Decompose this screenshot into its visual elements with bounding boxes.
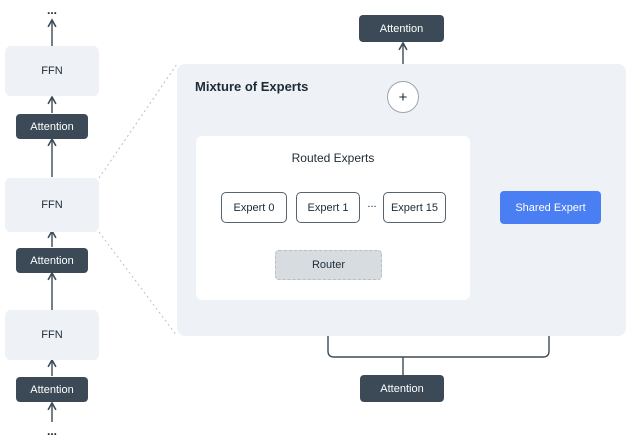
stack-bottom-ellipsis: ...	[46, 424, 57, 438]
expert-15[interactable]: Expert 15	[383, 192, 446, 223]
expert-0[interactable]: Expert 0	[221, 192, 287, 223]
routed-experts-title: Routed Experts	[291, 151, 375, 165]
attention-block-middle[interactable]: Attention	[16, 248, 88, 273]
zoom-lines	[98, 63, 178, 337]
shared-expert[interactable]: Shared Expert	[500, 191, 601, 224]
attention-input[interactable]: Attention	[360, 375, 444, 402]
expert-1[interactable]: Expert 1	[296, 192, 360, 223]
experts-ellipsis: ...	[367, 198, 377, 210]
ffn-block-middle[interactable]: FFN	[5, 178, 99, 232]
attention-output[interactable]: Attention	[359, 15, 444, 42]
stack-top-ellipsis: ...	[46, 3, 57, 17]
ffn-block-bottom[interactable]: FFN	[5, 310, 99, 360]
attention-block-lower[interactable]: Attention	[16, 377, 88, 402]
ffn-block-top[interactable]: FFN	[5, 46, 99, 96]
router[interactable]: Router	[275, 250, 382, 280]
attention-block-upper[interactable]: Attention	[16, 114, 88, 139]
moe-title: Mixture of Experts	[195, 79, 309, 94]
plus-icon: +	[387, 81, 419, 113]
